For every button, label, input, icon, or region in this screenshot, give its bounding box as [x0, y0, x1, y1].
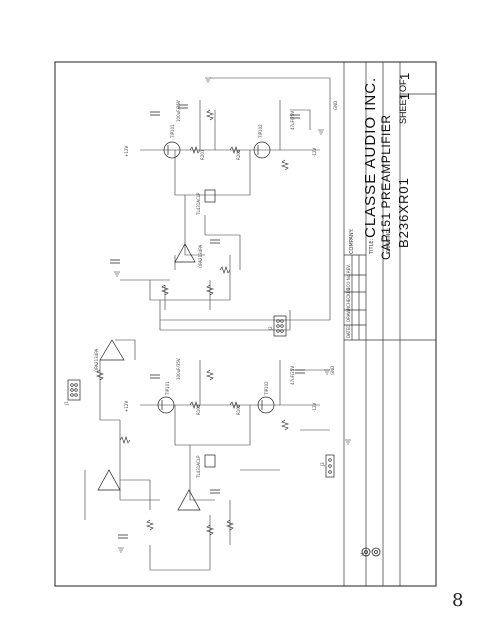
rail-label-gnd: GND — [333, 100, 338, 110]
company-name: CLASSE AUDIO INC. — [362, 76, 379, 238]
transistor-q202 — [253, 141, 271, 159]
company-field-label: COMPANY: — [349, 228, 355, 254]
rail-label-minus: -12V — [312, 147, 317, 157]
connector-j3-label: J3 — [320, 462, 325, 466]
connector-j1-label: J1 — [64, 401, 69, 405]
rev-header-eco: ECO No. — [346, 273, 351, 290]
regulator-lower — [204, 454, 216, 468]
connector-j2-label: J2 — [268, 326, 273, 330]
resistor-r202-label: R202 — [236, 149, 241, 160]
sheet-of: OF — [398, 79, 408, 93]
resistor-r101-label: R101 — [196, 404, 201, 415]
handwritten-page-mark: 8 — [452, 590, 464, 611]
capacitor-c102-value: 47uF/25V — [290, 365, 295, 385]
connector-j3 — [325, 454, 335, 478]
drawing-border — [54, 61, 437, 587]
connector-j4-label: J4 — [360, 552, 365, 556]
connector-j2 — [273, 315, 287, 337]
sheet-number: 1 — [397, 91, 412, 100]
rail-label-gnd-lower: GND — [330, 365, 335, 375]
rail-label-plus: +12V — [124, 145, 129, 157]
rail-label-minus-lower: -12V — [312, 402, 317, 412]
opamp-lower-label: OPA2134PA — [94, 348, 99, 372]
opamp-upper — [174, 243, 196, 263]
transistor-q102-label: TIP102 — [264, 381, 269, 395]
capacitor-c201-value: 100uF/35V — [176, 100, 181, 122]
sheet-total: 1 — [397, 71, 412, 80]
opamp-lower-3 — [177, 489, 201, 511]
connector-j4 — [361, 547, 381, 557]
rev-header-drawn: DRAWN — [346, 306, 351, 322]
title-block-frame — [343, 62, 436, 586]
regulator-lower-label: TL431ACLP — [196, 455, 201, 478]
lower-channel-wiring — [84, 310, 330, 571]
opamp-lower-1 — [99, 339, 125, 361]
ground-symbols — [114, 77, 351, 553]
regulator-upper — [204, 189, 216, 203]
resistor-symbols — [96, 109, 289, 536]
resistor-r102-label: R102 — [236, 404, 241, 415]
resistor-r201-label: R201 — [200, 149, 205, 160]
transistor-q202-label: TIP102 — [258, 124, 263, 138]
connector-j1 — [67, 379, 81, 401]
upper-channel-wiring — [120, 77, 331, 321]
drawing-field-label: DRAWING: — [386, 228, 392, 254]
opamp-upper-label: OPA2134PA — [198, 244, 203, 268]
transistor-q101-label: TIP101 — [165, 381, 170, 395]
capacitor-c101-value: 100uF/35V — [176, 358, 181, 380]
capacitor-c202-value: 47uF/25V — [290, 110, 295, 130]
transistor-q101 — [157, 396, 175, 414]
title-field-label: TITLE: — [369, 238, 375, 254]
capacitor-symbols — [110, 104, 305, 539]
rail-label-plus-lower: +12V — [124, 400, 129, 412]
transistor-q102 — [257, 396, 275, 414]
rev-header-rev: REV. — [346, 264, 351, 273]
rev-header-checked: CHECKED — [346, 287, 351, 307]
opamp-lower-2 — [97, 469, 121, 491]
transistor-q201 — [163, 141, 181, 159]
drawing-number: B236XR01 — [396, 177, 411, 248]
regulator-upper-label: TL431ACLP — [196, 192, 201, 215]
transistor-q201-label: TIP101 — [170, 124, 175, 138]
rev-header-dated: DATED — [346, 324, 351, 339]
